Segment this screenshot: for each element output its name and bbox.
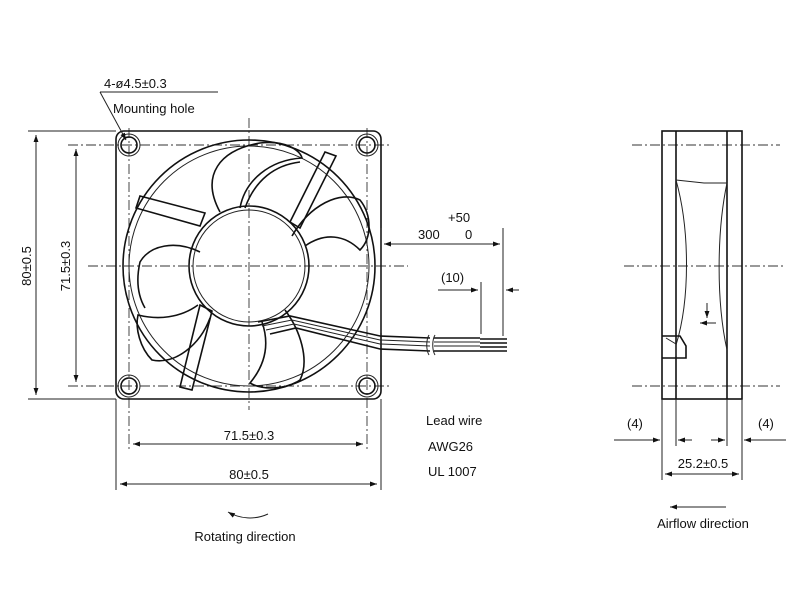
mounting-hole-bottom-left <box>120 377 138 395</box>
flange-right-dimension: (4) <box>758 416 774 431</box>
strip-length: (10) <box>441 270 464 285</box>
flange-left-dimension: (4) <box>627 416 643 431</box>
fan-venturi <box>122 139 376 393</box>
side-body <box>661 130 743 400</box>
mounting-hole-leader <box>99 91 127 141</box>
rotation-arrow-icon <box>227 511 269 519</box>
fan-frame <box>115 130 382 400</box>
mounting-hole-top-right <box>358 136 376 154</box>
height-pitch-dimension: 71.5±0.3 <box>58 241 73 292</box>
rotating-direction-label: Rotating direction <box>194 529 295 544</box>
mounting-hole-label: Mounting hole <box>113 101 195 116</box>
mounting-hole-bottom-right <box>358 377 376 395</box>
thickness-dimension: 25.2±0.5 <box>678 456 729 471</box>
front-view: 4-ø4.5±0.3 Mounting hole 80±0.5 71.5±0.3… <box>19 76 507 544</box>
mounting-hole-top-left <box>120 136 138 154</box>
lead-tolerance-lower: 0 <box>465 227 472 242</box>
side-view: (4) (4) 25.2±0.5 Airflow direction <box>614 130 786 531</box>
lead-wire-gauge: AWG26 <box>428 439 473 454</box>
airflow-direction-label: Airflow direction <box>657 516 749 531</box>
mounting-holes <box>117 133 379 398</box>
lead-length: 300 <box>418 227 440 242</box>
mounting-hole-spec: 4-ø4.5±0.3 <box>104 76 167 91</box>
fan-struts <box>134 151 338 391</box>
lead-wire-standard: UL 1007 <box>428 464 477 479</box>
width-outer-dimension: 80±0.5 <box>229 467 269 482</box>
height-outer-dimension: 80±0.5 <box>19 246 34 286</box>
side-wire-exit <box>662 335 687 359</box>
fan-blades <box>136 141 370 389</box>
lead-dimensions: +50 300 0 (10) Lead wire AWG26 UL 1007 <box>380 210 519 479</box>
lead-tolerance-upper: +50 <box>448 210 470 225</box>
fan-hub <box>188 205 310 327</box>
width-pitch-dimension: 71.5±0.3 <box>224 428 275 443</box>
lead-wire-title: Lead wire <box>426 413 482 428</box>
lead-wire-bundle <box>257 315 507 356</box>
